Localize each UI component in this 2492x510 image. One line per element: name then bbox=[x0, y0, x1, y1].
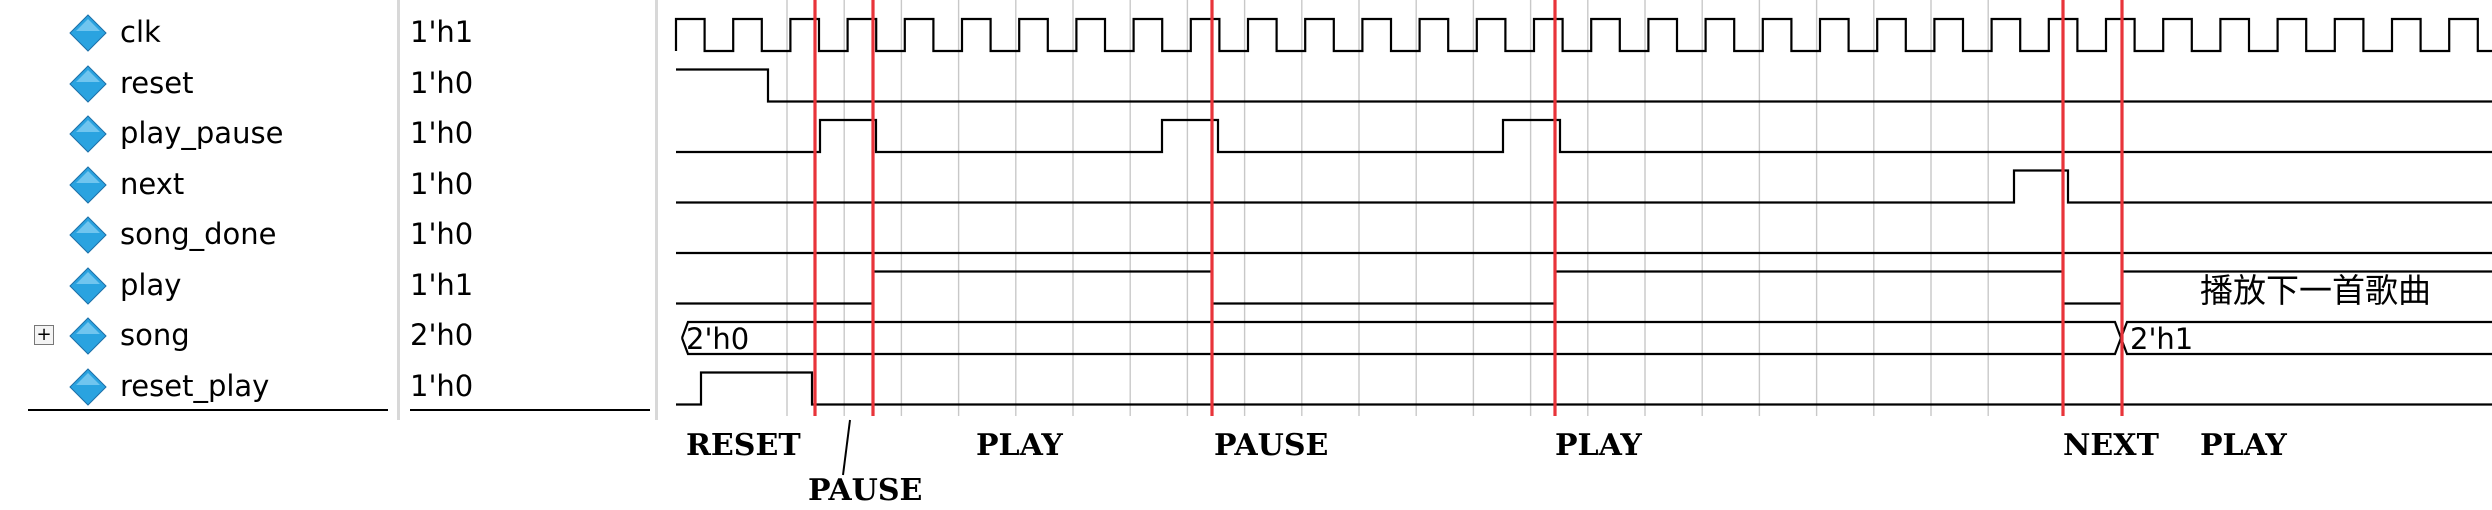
diamond-icon bbox=[68, 114, 108, 154]
reset-play-wave bbox=[676, 371, 2492, 406]
play-pause-wave bbox=[676, 118, 2492, 154]
panel-divider[interactable] bbox=[397, 0, 400, 420]
clk-wave bbox=[674, 17, 2492, 53]
values-bottom-rule bbox=[410, 409, 650, 411]
diamond-icon bbox=[68, 165, 108, 205]
signal-name: reset_play bbox=[120, 368, 270, 403]
signal-values-panel: 1'h1 1'h0 1'h0 1'h0 1'h0 1'h1 2'h0 1'h0 bbox=[400, 0, 655, 420]
value-row-next: 1'h0 bbox=[400, 161, 655, 211]
signal-value: 1'h0 bbox=[410, 217, 474, 251]
signal-name: reset bbox=[120, 65, 194, 100]
signal-row-reset[interactable]: reset bbox=[0, 60, 397, 110]
signal-value: 1'h1 bbox=[410, 267, 474, 302]
panel-divider[interactable] bbox=[655, 0, 658, 420]
diamond-icon bbox=[68, 215, 108, 255]
state-label: PLAY bbox=[1555, 428, 1642, 463]
state-label: PAUSE bbox=[1214, 428, 1328, 463]
pause-pointer-line bbox=[842, 419, 851, 476]
signal-value: 1'h0 bbox=[410, 166, 474, 201]
state-label: RESET bbox=[686, 428, 801, 463]
signal-name: play bbox=[120, 267, 182, 302]
diamond-icon bbox=[68, 64, 108, 104]
signal-value: 1'h1 bbox=[410, 15, 474, 49]
bus-value-label: 2'h1 bbox=[2130, 322, 2193, 356]
diamond-icon bbox=[68, 13, 108, 53]
state-label: NEXT bbox=[2063, 428, 2160, 463]
diamond-icon bbox=[68, 316, 108, 356]
value-row-play_pause: 1'h0 bbox=[400, 110, 655, 160]
signal-row-play_pause[interactable]: play_pause bbox=[0, 110, 397, 160]
value-row-play: 1'h1 bbox=[400, 262, 655, 312]
signal-name: play_pause bbox=[120, 116, 284, 150]
value-row-song_done: 1'h0 bbox=[400, 211, 655, 261]
state-label: PLAY bbox=[976, 428, 1063, 463]
reset-wave bbox=[676, 68, 2492, 103]
bus-value-label: 2'h0 bbox=[686, 322, 749, 356]
signal-row-next[interactable]: next bbox=[0, 161, 397, 211]
state-label: PLAY bbox=[2200, 428, 2287, 463]
diamond-icon bbox=[68, 367, 108, 407]
next-wave bbox=[676, 169, 2492, 204]
signal-value: 1'h0 bbox=[410, 65, 474, 100]
signal-value: 2'h0 bbox=[410, 318, 474, 352]
signal-row-play[interactable]: play bbox=[0, 262, 397, 312]
signal-value: 1'h0 bbox=[410, 368, 474, 403]
diamond-icon bbox=[68, 266, 108, 306]
signal-name: song_done bbox=[120, 217, 277, 251]
signal-row-reset_play[interactable]: reset_play bbox=[0, 363, 397, 413]
signal-name: next bbox=[120, 166, 185, 201]
value-row-reset: 1'h0 bbox=[400, 60, 655, 110]
value-row-clk: 1'h1 bbox=[400, 9, 655, 59]
signal-row-song[interactable]: + song bbox=[0, 312, 397, 362]
song-bus-top bbox=[680, 320, 2492, 342]
signal-name: song bbox=[120, 318, 190, 352]
state-label: PAUSE bbox=[808, 473, 922, 508]
signal-row-song_done[interactable]: song_done bbox=[0, 211, 397, 261]
annotation-text: 播放下一首歌曲 bbox=[2200, 271, 2431, 310]
value-row-reset_play: 1'h0 bbox=[400, 363, 655, 413]
value-row-song: 2'h0 bbox=[400, 312, 655, 362]
signal-value: 1'h0 bbox=[410, 116, 474, 150]
signal-row-clk[interactable]: clk bbox=[0, 9, 397, 59]
signal-name: clk bbox=[120, 15, 161, 49]
song-bus-bottom bbox=[680, 334, 2492, 356]
names-bottom-rule bbox=[28, 409, 388, 411]
expand-toggle-icon[interactable]: + bbox=[34, 325, 54, 345]
